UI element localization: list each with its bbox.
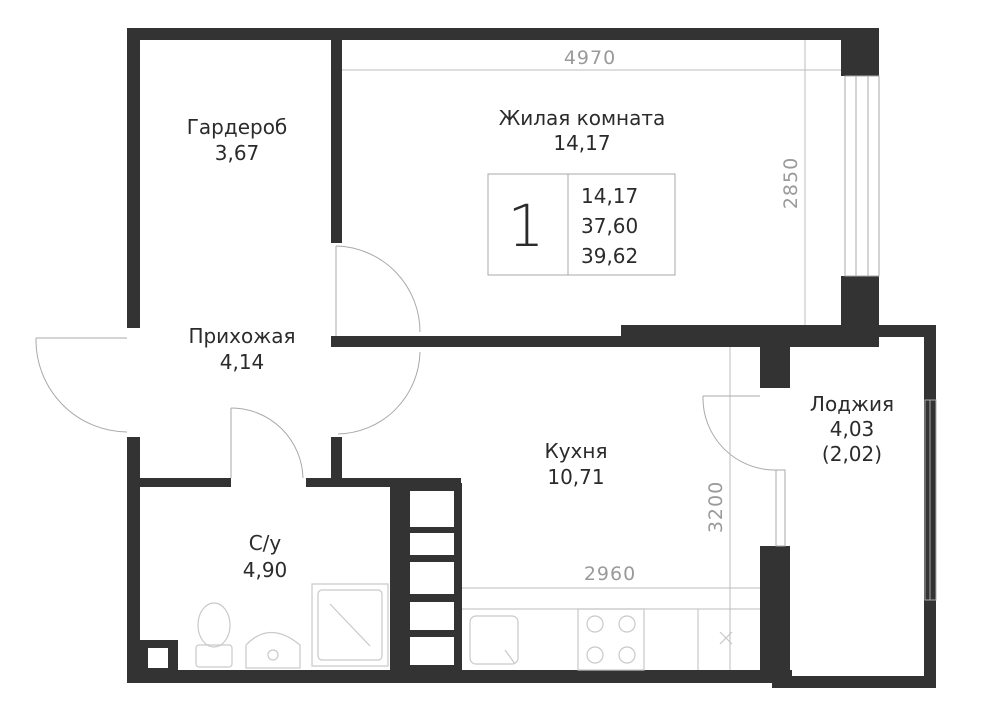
shower-tray [311,583,389,667]
living-room-name: Жилая комната [499,106,666,130]
wall-wardrobe-living [331,40,342,243]
toilet [197,602,231,648]
wall-right-top-pier [841,28,879,76]
loggia-area: 4,03 [830,417,875,441]
hallway-name: Прихожая [188,324,295,348]
kitchen-area: 10,71 [547,465,604,489]
wall-bath-top-left [127,478,231,487]
vent-shaft-cell-3 [410,562,454,594]
dim-kitchen-width: 2960 [584,563,636,585]
wall-top [127,28,879,40]
summary-frame [487,173,676,276]
wall-left-upper [127,28,140,328]
vent-shaft-cell-1 [410,491,454,527]
dimension-lines [342,40,841,670]
rooms-count: 1 [508,192,545,260]
vent-shaft-cell-5 [410,637,454,665]
windows [775,75,937,601]
bath-corner-inner [148,648,168,668]
kitchen-sink [469,615,519,665]
loggia-area-reduced: (2,02) [822,442,882,466]
fixtures [195,583,760,671]
wardrobe-name: Гардероб [187,115,288,139]
washbasin [245,632,301,669]
loggia-name: Лоджия [810,392,894,416]
entrance-door-swing [35,337,128,433]
wall-kitchen-loggia-bottom [760,546,790,683]
summary-total-area-with-loggia: 39,62 [581,244,638,268]
kitchen-name: Кухня [545,439,608,463]
dim-kitchen-depth: 3200 [705,481,727,533]
bathroom-door-swing [230,407,304,479]
living-door-swing [335,245,421,333]
dim-living-width: 4970 [564,47,616,69]
wall-loggia-top [760,325,936,337]
wall-bottom [127,670,792,683]
living-room-area: 14,17 [553,131,610,155]
wall-bath-top-right [306,478,461,487]
vent-shaft-cell-4 [410,602,454,630]
stove [577,608,645,671]
wall-loggia-bottom [772,676,936,688]
vent-shaft-cell-2 [410,533,454,555]
dim-living-depth: 2850 [780,157,802,209]
doors [35,245,777,479]
room-labels: Жилая комната 14,17 Гардероб 3,67 Прихож… [187,106,894,582]
loggia-door-swing [702,395,777,471]
wall-left-lower [127,437,140,683]
hallway-area: 4,14 [220,350,265,374]
bathroom-name: С/у [249,531,282,555]
bathroom-area: 4,90 [243,558,288,582]
summary-total-area: 37,60 [581,214,638,238]
summary-box: 1 14,17 37,60 39,62 [487,173,676,276]
wall-bath-kitchen [390,478,402,683]
summary-living-area: 14,17 [581,184,638,208]
kitchen-balcony-door [775,469,786,547]
living-window [844,75,880,277]
hall-kitchen-door-swing [337,351,421,435]
wall-living-kitchen-left [331,336,621,347]
wardrobe-area: 3,67 [215,141,260,165]
wall-hall-stub-right [331,437,342,479]
